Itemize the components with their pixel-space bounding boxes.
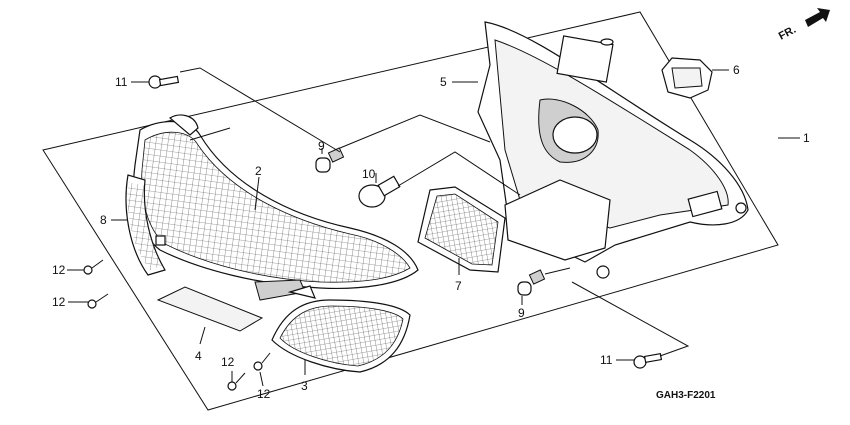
callout-5: 5	[440, 75, 447, 89]
callout-10: 10	[362, 167, 376, 181]
callout-11-upper: 11	[115, 75, 128, 89]
tail-light-lens	[133, 114, 419, 301]
callout-7: 7	[455, 279, 462, 293]
callout-12-d: 12	[257, 387, 271, 401]
callout-8: 8	[100, 213, 107, 227]
callout-12-c: 12	[221, 355, 235, 369]
rear-reflector	[417, 186, 506, 273]
direction-label: FR.	[777, 24, 798, 43]
license-light-lens	[156, 286, 264, 332]
screw-small-2	[87, 293, 109, 309]
callout-2: 2	[255, 164, 262, 178]
side-reflector-lens	[271, 285, 411, 373]
screw-small-4	[253, 352, 271, 371]
bulb-small-lower	[517, 269, 546, 296]
lower-lens	[125, 174, 166, 276]
callout-1: 1	[803, 131, 810, 145]
front-direction-marker: FR.	[777, 8, 830, 43]
screw-lower	[633, 352, 663, 369]
callout-11-lower: 11	[600, 353, 613, 367]
callout-6: 6	[733, 63, 740, 77]
arrow-right-icon	[805, 8, 830, 27]
assembly-boundary	[42, 11, 779, 411]
assembly-guide-lines	[179, 67, 690, 357]
diagram-code: GAH3-F2201	[656, 390, 716, 401]
bulb-small-upper	[315, 147, 345, 173]
callout-12-b: 12	[52, 295, 66, 309]
screw-small-3	[227, 372, 246, 391]
tail-light-base	[477, 21, 749, 279]
screw-small-1	[83, 259, 104, 275]
callout-3: 3	[301, 379, 308, 393]
callout-9-upper: 9	[318, 139, 325, 153]
callout-leaders	[67, 69, 800, 387]
callout-4: 4	[195, 349, 202, 363]
screw-upper	[148, 75, 180, 89]
bulb-socket	[661, 57, 713, 99]
callout-labels: 1 2 3 4 5 6 7 8 9 9 10 11 11 12 12 12 12	[52, 63, 810, 401]
callout-12-a: 12	[52, 263, 66, 277]
bulb-large	[358, 175, 401, 208]
callout-9-lower: 9	[518, 306, 525, 320]
